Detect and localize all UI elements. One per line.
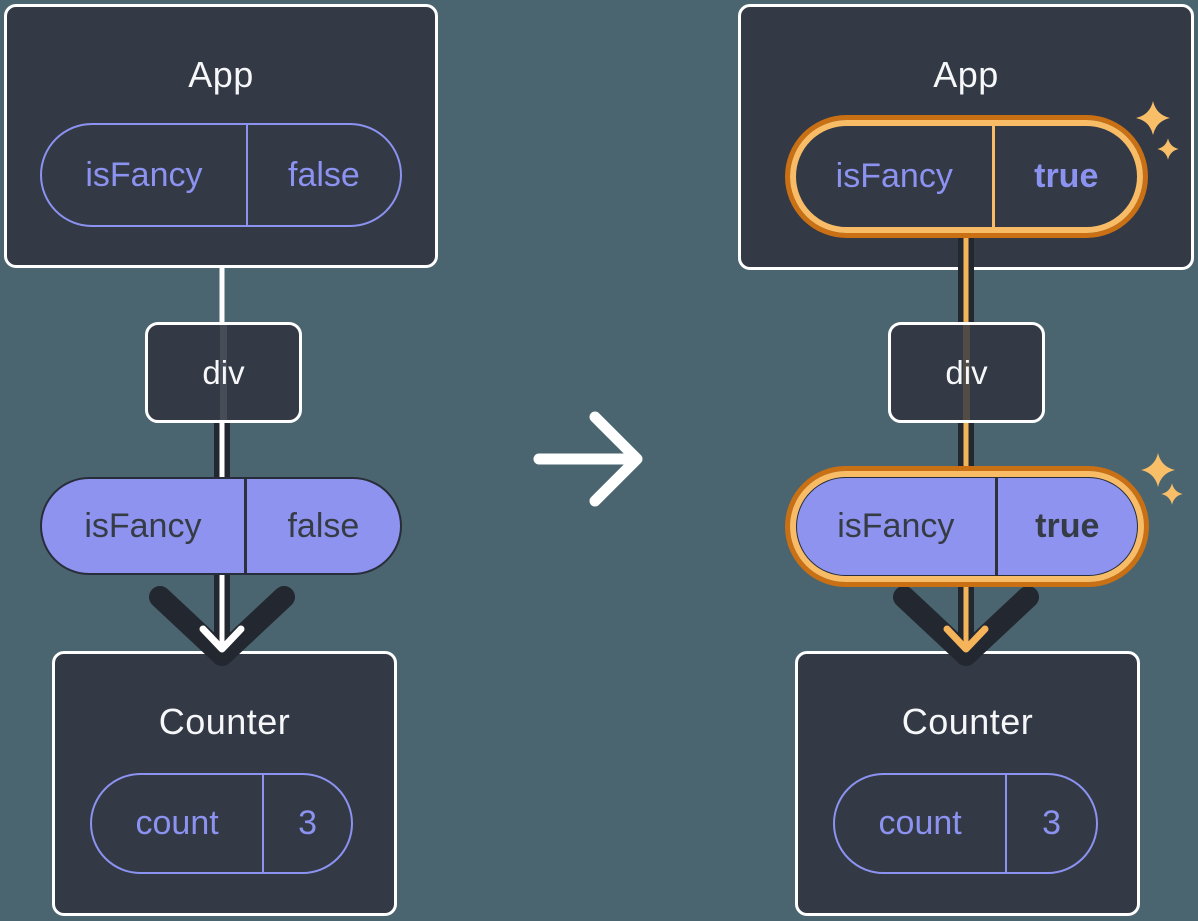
state-name-label: count (92, 775, 265, 872)
left-div-node: div (145, 322, 302, 423)
prop-name-label: isFancy (796, 126, 996, 227)
sparkle-icon (1161, 483, 1183, 505)
transition-arrow-icon (533, 411, 643, 507)
highlight-ring-inner: isFancy true (790, 471, 1144, 582)
prop-name-label: isFancy (797, 478, 998, 575)
highlight-ring-inner: isFancy true (790, 120, 1143, 233)
right-prop-pill: isFancy true (796, 477, 1138, 576)
prop-value-label: false (288, 155, 360, 194)
left-prop-pill: isFancy false (40, 477, 402, 575)
right-inner-arrowhead-icon (943, 625, 989, 653)
right-app-prop-pill: isFancy true (796, 126, 1137, 227)
left-app-title: App (188, 54, 254, 95)
right-app-title: App (933, 54, 999, 95)
prop-value-label: false (287, 506, 360, 545)
state-name-label: count (835, 775, 1008, 872)
thread-stripe (220, 325, 227, 420)
state-value-label: 3 (298, 804, 318, 842)
prop-name-label: isFancy (42, 125, 248, 225)
left-inner-arrowhead-icon (199, 625, 245, 653)
prop-value-label: true (1034, 157, 1099, 195)
left-counter-title: Counter (158, 701, 291, 742)
right-count-pill: count 3 (833, 773, 1098, 874)
right-app-prop-highlight-ring: isFancy true (785, 115, 1148, 238)
left-count-pill: count 3 (90, 773, 353, 874)
thread-stripe (963, 325, 970, 420)
right-counter-title: Counter (901, 701, 1034, 742)
right-arrowhead-icon (893, 586, 1039, 666)
right-prop-highlight-ring: isFancy true (785, 466, 1149, 587)
state-value-label: 3 (1042, 804, 1062, 842)
left-arrowhead-icon (149, 586, 295, 666)
prop-value-label: true (1035, 507, 1100, 545)
left-app-prop-pill: isFancy false (40, 123, 402, 227)
sparkle-icon (1141, 453, 1175, 487)
right-div-label: div (945, 353, 988, 391)
left-div-label: div (202, 353, 245, 391)
prop-name-label: isFancy (42, 479, 247, 573)
right-div-node: div (888, 322, 1045, 423)
